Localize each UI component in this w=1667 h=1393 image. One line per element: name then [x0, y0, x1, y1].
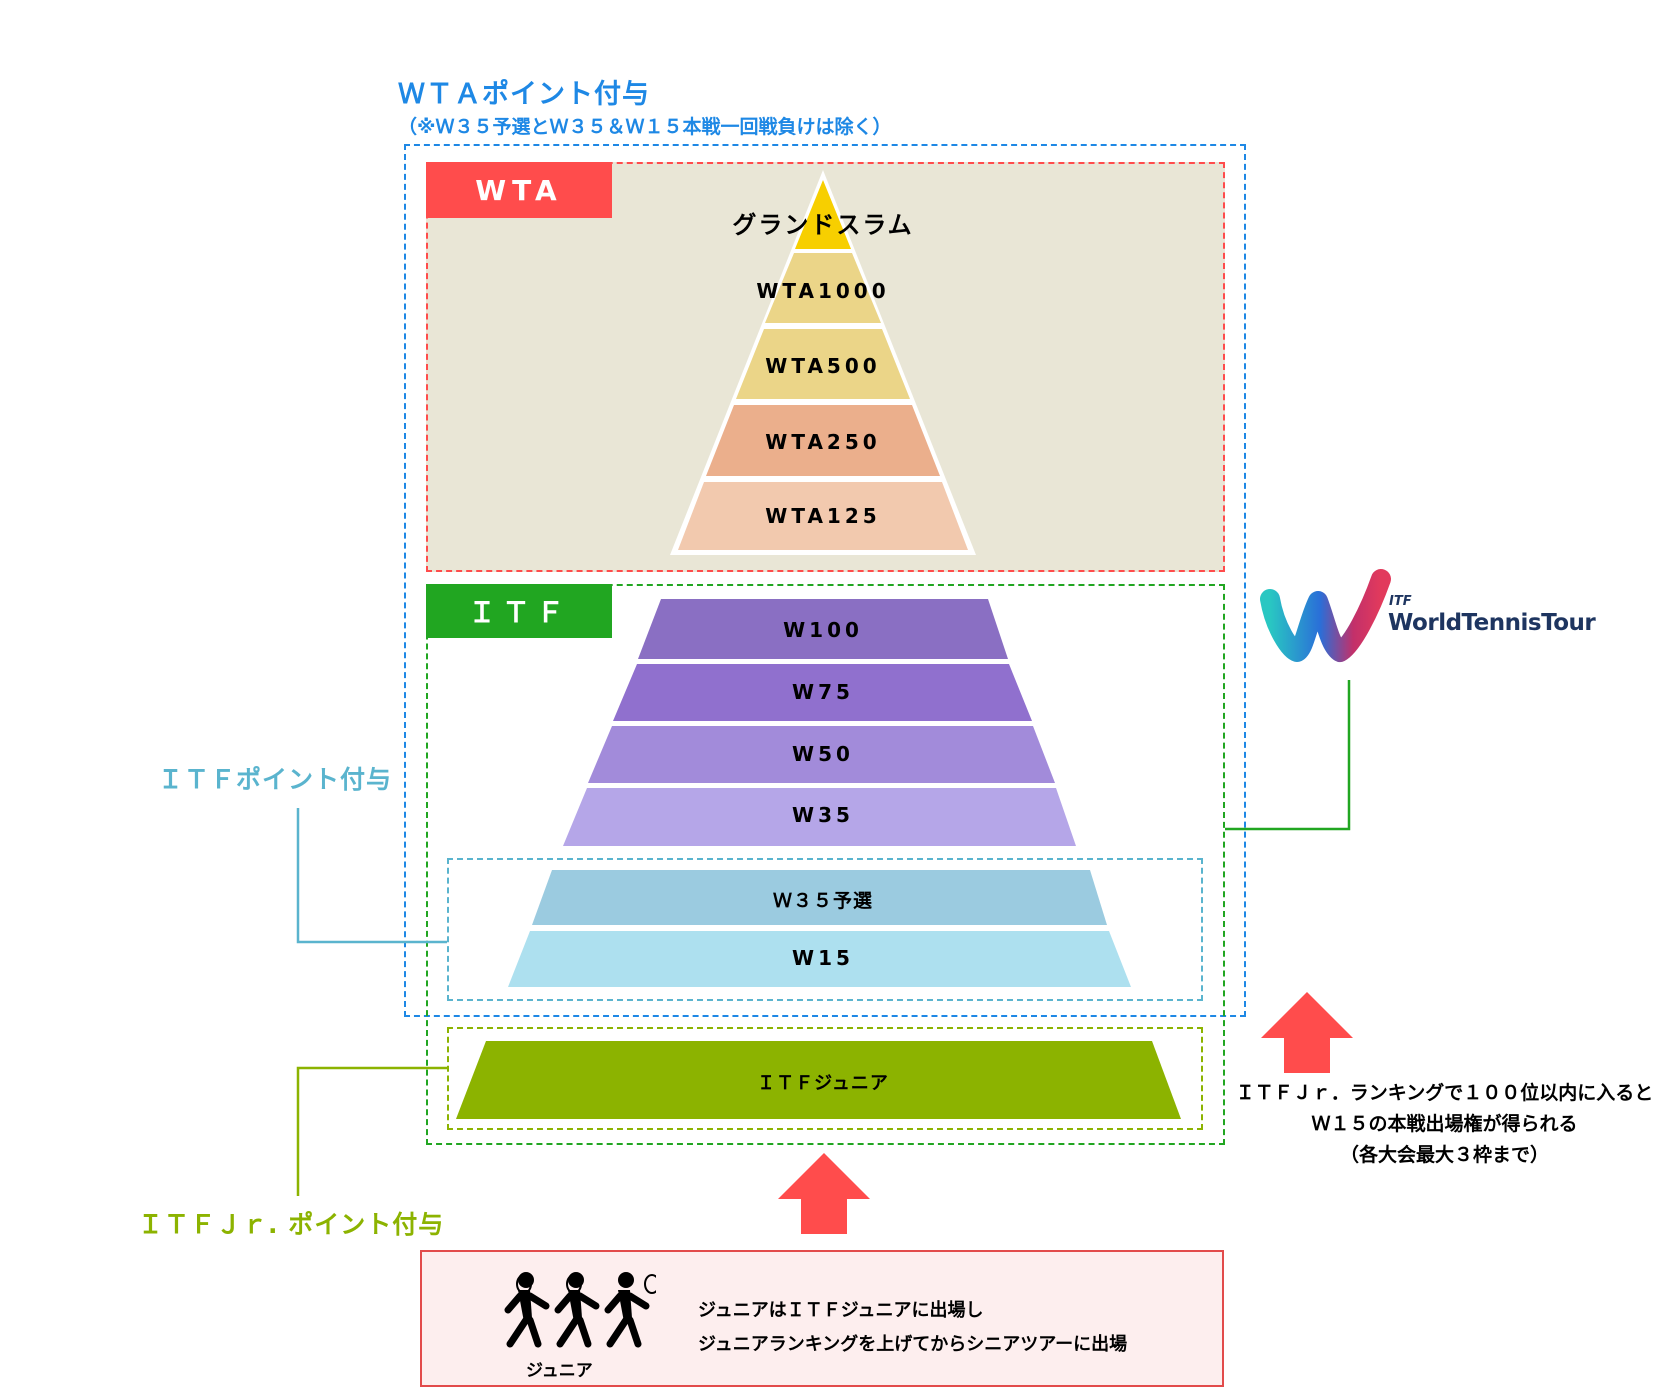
caption-line: Ｗ１５の本戦出場権が得られる	[1311, 1113, 1578, 1135]
junior-info-box: ジュニア ジュニアはＩＴＦジュニアに出場し ジュニアランキングを上げてからシニア…	[420, 1250, 1224, 1387]
itf-lower-tier-box	[447, 858, 1203, 1001]
junior-info-line-1: ジュニアはＩＴＦジュニアに出場し	[698, 1300, 984, 1321]
wta-tier-1000	[765, 253, 881, 323]
itf-junior-box	[447, 1027, 1203, 1130]
wta-tier-125	[678, 482, 968, 550]
junior-players-icon	[504, 1272, 656, 1348]
itf-junior-label: ＩＴＦジュニア	[757, 1073, 889, 1094]
itf-sub-tier-label: W15	[792, 946, 854, 970]
wta-points-box	[404, 144, 1246, 1017]
arrow-up-icon	[1261, 992, 1353, 1073]
wta-tier-500	[736, 329, 910, 399]
itf-wtt-logo-icon	[1260, 569, 1391, 662]
itf-tier-w50	[588, 726, 1055, 783]
itf-jr-points-connector	[296, 1066, 447, 1196]
itf-tier-w100	[638, 599, 1008, 659]
itf-tier-label: W35	[792, 803, 854, 827]
itf-points-connector	[296, 808, 447, 944]
itf-tier-label: W100	[783, 618, 863, 642]
wta-tier-grand-slam	[795, 180, 851, 249]
caption-line: （各大会最大３枠まで）	[1339, 1144, 1549, 1166]
itf-tier-w35	[563, 788, 1076, 846]
itf-tier-label: W50	[792, 742, 854, 766]
itf-jr-points-label: ＩＴＦＪｒ. ポイント付与	[138, 1210, 445, 1239]
junior-icon-label: ジュニア	[526, 1361, 593, 1381]
itf-points-label: ＩＴＦポイント付与	[158, 765, 393, 794]
arrow-up-icon-junior	[778, 1153, 870, 1234]
itf-tier-w35-qualifying	[532, 870, 1107, 925]
wta-tier-label: グランドスラム	[732, 211, 914, 239]
itf-logo-small-text: ITF	[1389, 594, 1412, 609]
logo-connector	[1225, 680, 1351, 831]
wta-tier-label: WTA125	[765, 504, 881, 528]
itf-tier-junior	[456, 1041, 1181, 1119]
caption-line: ＩＴＦＪｒ．ランキングで１００位以内に入ると	[1235, 1082, 1654, 1104]
wta-tag: WTA	[426, 162, 612, 218]
itf-tier-w75	[613, 664, 1032, 721]
wta-tier-label: WTA250	[765, 430, 881, 454]
wta-tier-label: WTA1000	[756, 279, 890, 303]
itf-tier-w15	[508, 931, 1131, 987]
wta-points-note: （※Ｗ３５予選とＷ３５＆Ｗ１５本戦一回戦負けは除く）	[398, 116, 892, 138]
itf-tag: ＩＴＦ	[426, 584, 612, 638]
wta-tier-250	[706, 405, 940, 476]
junior-info-line-2: ジュニアランキングを上げてからシニアツアーに出場	[698, 1334, 1128, 1355]
itf-tier-label: W75	[792, 680, 854, 704]
wta-tier-label: WTA500	[765, 354, 881, 378]
wta-points-title: ＷＴＡポイント付与	[398, 79, 650, 110]
itf-area	[426, 584, 1225, 1145]
w15-entry-caption: ＩＴＦＪｒ．ランキングで１００位以内に入ると Ｗ１５の本戦出場権が得られる （各…	[1222, 1078, 1667, 1171]
itf-wtt-logo-text: WorldTennisTour	[1388, 610, 1596, 636]
itf-sub-tier-label: Ｗ３５予選	[772, 890, 873, 912]
